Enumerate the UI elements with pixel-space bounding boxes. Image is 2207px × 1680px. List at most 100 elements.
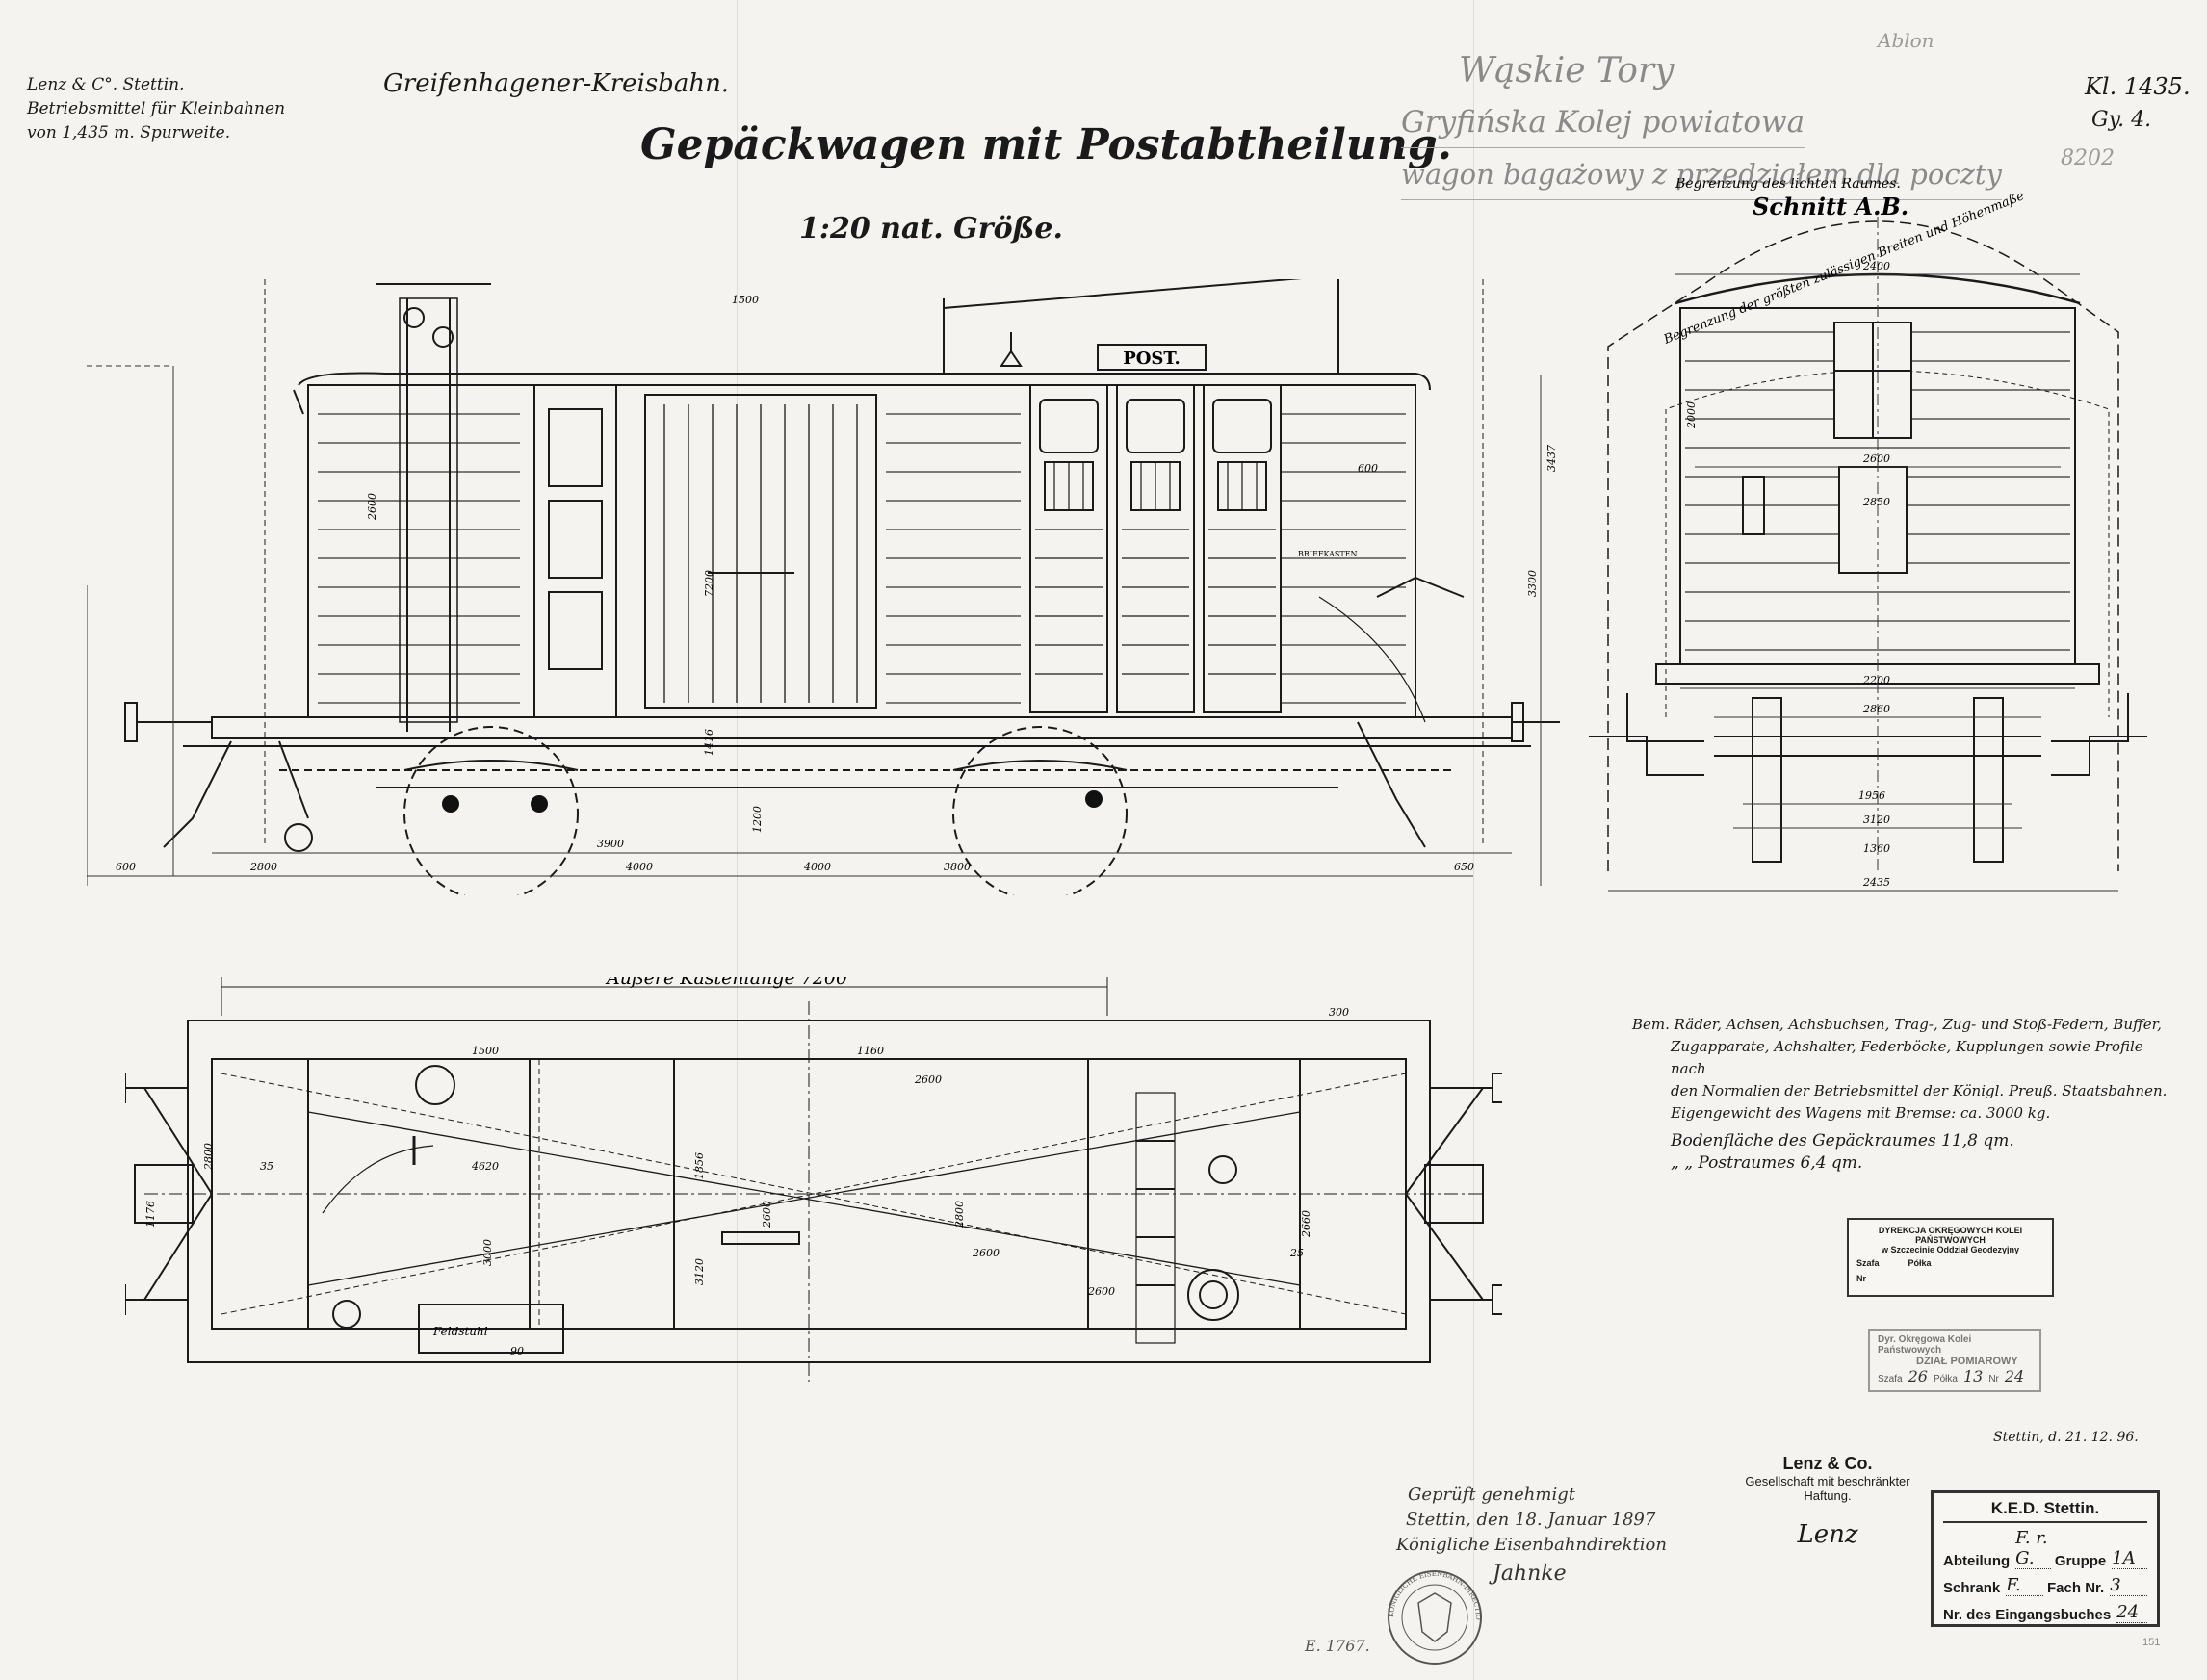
polish-note-line-3: wagon bagażowy z przedziałem dla poczty bbox=[1401, 149, 2002, 200]
ked-gruppe-value: 1A bbox=[2112, 1548, 2147, 1569]
official-seal: KÖNIGLICHE EISENBAHN-DIRECTION ZU STETTI… bbox=[1372, 1564, 1482, 1665]
dimension-label: 300 bbox=[1329, 1006, 1349, 1019]
ked-title: K.E.D. Stettin. bbox=[1943, 1499, 2147, 1523]
dimension-label: 2850 bbox=[1862, 496, 1890, 508]
dimension-label: 4620 bbox=[471, 1160, 499, 1173]
remarks-line-4: Eigengewicht des Wagens mit Bremse: ca. … bbox=[1671, 1104, 2051, 1122]
ked-stamp: K.E.D. Stettin. Abteilung F. r. G. Grupp… bbox=[1931, 1490, 2160, 1627]
dimension-label: 650 bbox=[1454, 861, 1474, 873]
class-number: Kl. 1435. bbox=[2085, 73, 2191, 100]
ked-abteilung-label: Abteilung bbox=[1943, 1553, 2011, 1569]
ked-eingang-label: Nr. des Eingangsbuches bbox=[1943, 1607, 2112, 1623]
dimension-label: 2600 bbox=[914, 1073, 942, 1086]
ked-gruppe-label: Gruppe bbox=[2054, 1553, 2107, 1569]
dimension-label: 2435 bbox=[1862, 876, 1890, 889]
company-signature: Lenz bbox=[1797, 1520, 1858, 1549]
maker-line-2: Betriebsmittel für Kleinbahnen bbox=[27, 99, 286, 118]
dimension-label: 4000 bbox=[803, 861, 831, 873]
ked-eingang-value: 24 bbox=[2116, 1602, 2147, 1623]
dimension-label: 1160 bbox=[857, 1045, 884, 1057]
dimension-label: 4000 bbox=[625, 861, 653, 873]
remarks-line-5: Bodenfläche des Gepäckraumes 11,8 qm. bbox=[1671, 1131, 2014, 1150]
pomiarowy-polka-val: 13 bbox=[1962, 1367, 1984, 1385]
polish-note: Wąskie Tory Gryfińska Kolej powiatowa wa… bbox=[1401, 46, 2002, 200]
dimension-label: 2400 bbox=[1862, 260, 1890, 272]
pomiarowy-stamp: Dyr. Okręgowa Kolei Państwowych DZIAŁ PO… bbox=[1868, 1329, 2041, 1392]
corner-number: 151 bbox=[2142, 1637, 2161, 1648]
certification-signature: Jahnke bbox=[1493, 1562, 1567, 1586]
dimension-label: 1856 bbox=[693, 1152, 706, 1179]
company-subtitle: Gesellschaft mit beschränkter Haftung. bbox=[1745, 1474, 1910, 1503]
maker-line-3: von 1,435 m. Spurweite. bbox=[27, 123, 231, 142]
dimension-label: 2800 bbox=[202, 1143, 215, 1171]
side-elevation-drawing: POST. BRIEFKASTEN 2800390040003800650600… bbox=[87, 279, 1560, 895]
certification-line-2: Stettin, den 18. Januar 1897 bbox=[1406, 1510, 1656, 1530]
dimension-label: 7200 bbox=[703, 570, 715, 597]
dimension-label: 25 bbox=[1289, 1247, 1304, 1259]
polish-note-line-1: Wąskie Tory bbox=[1459, 51, 1675, 90]
dimension-label: 2660 bbox=[1300, 1210, 1312, 1238]
dimension-label: 35 bbox=[260, 1160, 273, 1173]
remarks-line-6: „ „ Postraumes 6,4 qm. bbox=[1671, 1153, 1863, 1173]
dyrekcja-field-2: Półka bbox=[1908, 1258, 1932, 1268]
drawing-title: Gepäckwagen mit Postabtheilung. bbox=[640, 120, 1452, 169]
drawing-scale: 1:20 nat. Größe. bbox=[799, 212, 1063, 246]
dyrekcja-line-2: w Szczecinie Oddział Geodezyjny bbox=[1881, 1245, 2020, 1254]
pomiarowy-line-1: Dyr. Okręgowa Kolei Państwowych bbox=[1878, 1334, 1972, 1356]
car-body-outline bbox=[307, 384, 1416, 718]
dimension-label: 3300 bbox=[1526, 570, 1539, 597]
dimension-label: 3000 bbox=[481, 1239, 494, 1266]
dimension-label: 1500 bbox=[472, 1045, 499, 1057]
maker-block: Lenz & C°. Stettin. Betriebsmittel für K… bbox=[27, 73, 285, 145]
pomiarowy-line-2: DZIAŁ POMIAROWY bbox=[1916, 1356, 2018, 1367]
dimension-label: 3120 bbox=[1863, 814, 1890, 826]
dyrekcja-line-1: DYREKCJA OKRĘGOWYCH KOLEI PAŃSTWOWYCH bbox=[1878, 1226, 2023, 1245]
dimension-label: 3437 bbox=[1545, 445, 1558, 472]
pencil-note: Ablon bbox=[1878, 29, 1934, 52]
dyrekcja-field-1: Szafa bbox=[1856, 1258, 1880, 1268]
company-date: Stettin, d. 21. 12. 96. bbox=[1993, 1430, 2139, 1445]
railway-name: Greifenhagener-Kreisbahn. bbox=[383, 69, 730, 98]
pomiarowy-nr-val: 24 bbox=[2004, 1367, 2025, 1385]
remarks-block: Bem. Räder, Achsen, Achsbuchsen, Trag-, … bbox=[1632, 1014, 2171, 1175]
pomiarowy-szafa-label: Szafa bbox=[1878, 1374, 1903, 1384]
dimension-label: 2600 bbox=[1087, 1285, 1115, 1298]
dimension-label: 1416 bbox=[703, 729, 715, 756]
dimension-label: 2200 bbox=[1862, 674, 1890, 686]
pomiarowy-nr-label: Nr bbox=[1988, 1374, 1999, 1384]
dimension-label: 3800 bbox=[944, 861, 971, 873]
sheet-number: Gy. 4. bbox=[2091, 108, 2152, 132]
plan-length-label: Äußere Kastenlänge 7200 bbox=[605, 977, 847, 989]
ked-fach-value: 3 bbox=[2110, 1575, 2148, 1596]
remarks-line-1: Bem. Räder, Achsen, Achsbuchsen, Trag-, … bbox=[1632, 1016, 2162, 1033]
ked-fach-label: Fach Nr. bbox=[2047, 1580, 2105, 1596]
company-name: Lenz & Co. bbox=[1782, 1454, 1873, 1473]
dimension-label: 2600 bbox=[1862, 452, 1890, 465]
dimension-label: 1360 bbox=[1863, 842, 1890, 855]
company-block: Lenz & Co. Gesellschaft mit beschränkter… bbox=[1731, 1454, 1924, 1549]
section-title: Schnitt A.B. bbox=[1753, 193, 1908, 220]
dimension-label: 3120 bbox=[693, 1258, 706, 1285]
dyrekcja-stamp: DYREKCJA OKRĘGOWYCH KOLEI PAŃSTWOWYCH w … bbox=[1847, 1218, 2054, 1297]
plan-view-drawing: Äußere Kastenlänge 7200 Feldstuhl 1500 11… bbox=[125, 977, 1502, 1382]
post-sign: POST. bbox=[1123, 349, 1181, 369]
dimension-label: 2800 bbox=[249, 861, 277, 873]
dimension-label: 600 bbox=[116, 861, 136, 873]
dimension-label: 2600 bbox=[972, 1247, 1000, 1259]
dimension-label: 600 bbox=[1358, 462, 1378, 475]
document-reference: E. 1767. bbox=[1305, 1637, 1370, 1655]
ked-abteilung-value: F. r. G. bbox=[2015, 1528, 2051, 1569]
ked-schrank-label: Schrank bbox=[1943, 1580, 2001, 1596]
dyrekcja-field-3: Nr bbox=[1856, 1274, 1867, 1283]
post-sign-frame bbox=[1097, 344, 1207, 371]
remarks-line-3: den Normalien der Betriebsmittel der Kön… bbox=[1671, 1082, 2168, 1099]
dimension-label: 1200 bbox=[751, 806, 764, 833]
inner-gauge-label: Begrenzung des lichten Raumes. bbox=[1675, 178, 1901, 192]
briefkasten-label: BRIEFKASTEN bbox=[1298, 550, 1358, 558]
dimension-label: 1176 bbox=[144, 1201, 157, 1228]
certification-line-3: Königliche Eisenbahndirektion bbox=[1396, 1535, 1667, 1555]
outer-gauge-profile bbox=[1607, 220, 2119, 871]
pomiarowy-szafa-val: 26 bbox=[1908, 1367, 1928, 1385]
wheel-right bbox=[952, 726, 1128, 895]
plan-inner-label: Feldstuhl bbox=[432, 1325, 488, 1338]
